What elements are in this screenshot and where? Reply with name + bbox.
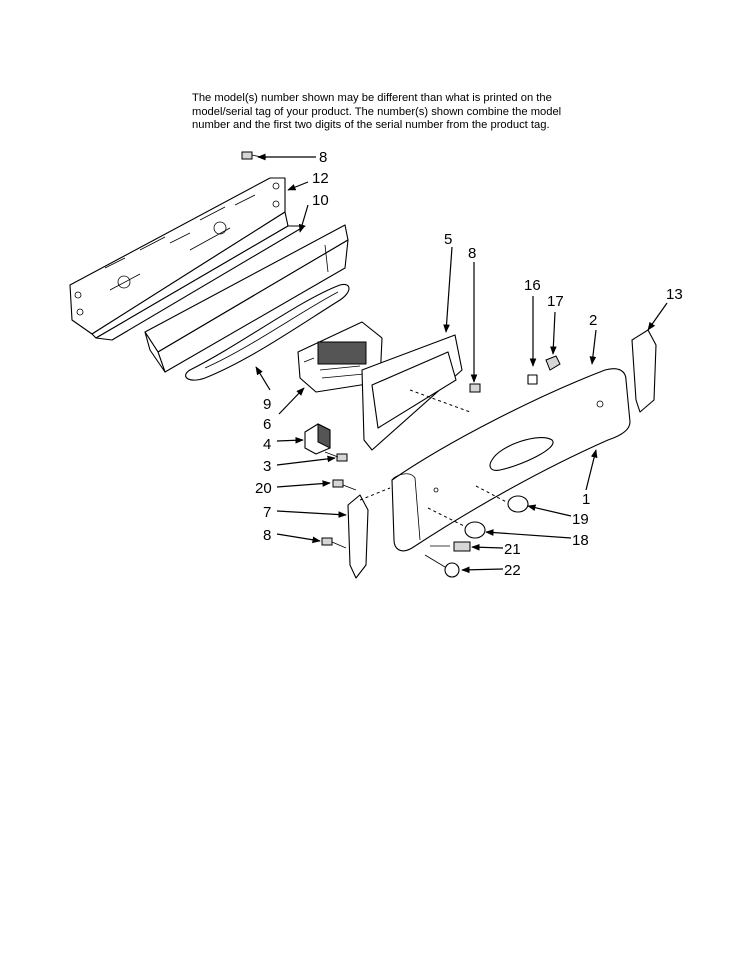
callout-labels: 8 12 10 5 8 16 17 2 13 9 6 4 3 20 7 8 1 … [255, 149, 683, 579]
callout-18: 18 [572, 532, 589, 549]
callout-19: 19 [572, 511, 589, 528]
model-number-note: The model(s) number shown may be differe… [192, 92, 612, 133]
leader-lines [255, 153, 668, 574]
callout-20: 20 [255, 480, 272, 497]
part-22-switch [424, 554, 460, 578]
note-line-3: number and the first two digits of the s… [192, 119, 550, 132]
callout-4: 4 [263, 436, 271, 453]
callout-16: 16 [524, 277, 541, 294]
knob-18-part [464, 521, 486, 539]
note-line-1: The model(s) number shown may be differe… [192, 92, 552, 104]
callout-3: 3 [263, 458, 271, 475]
rear-bracket-part [69, 177, 306, 341]
callout-7: 7 [263, 504, 271, 521]
switch-block-part [304, 423, 331, 455]
display-bracket-part [361, 334, 471, 451]
screw-20 [332, 479, 357, 491]
trim-strip-part [185, 283, 350, 381]
screw-top [241, 151, 267, 160]
control-board-part [297, 321, 383, 393]
callout-8-mid: 8 [468, 245, 476, 262]
part-21-igniter [430, 541, 471, 552]
callout-8-bottom: 8 [263, 527, 271, 544]
callout-10: 10 [312, 192, 329, 209]
callout-13: 13 [666, 286, 683, 303]
screw-3 [324, 451, 348, 462]
screw-8-mid [469, 383, 481, 393]
clip-17-part [545, 355, 561, 371]
clip-16-part [527, 374, 538, 385]
callout-2: 2 [589, 312, 597, 329]
screw-8-lower [321, 537, 347, 549]
callout-8-top: 8 [319, 149, 327, 166]
callout-17: 17 [547, 293, 564, 310]
callout-5: 5 [444, 231, 452, 248]
callout-6: 6 [263, 416, 271, 433]
left-end-bracket-part [347, 494, 369, 579]
long-channel-part [144, 224, 349, 373]
note-line-2: model/serial tag of your product. The nu… [192, 105, 562, 118]
control-panel-part [391, 368, 631, 552]
knob-19-part [507, 495, 529, 513]
callout-1: 1 [582, 491, 590, 508]
callout-12: 12 [312, 170, 329, 187]
callout-22: 22 [504, 562, 521, 579]
right-end-bracket-part [631, 329, 657, 413]
callout-21: 21 [504, 541, 521, 558]
callout-9: 9 [263, 396, 271, 413]
screw-parts [241, 151, 481, 549]
